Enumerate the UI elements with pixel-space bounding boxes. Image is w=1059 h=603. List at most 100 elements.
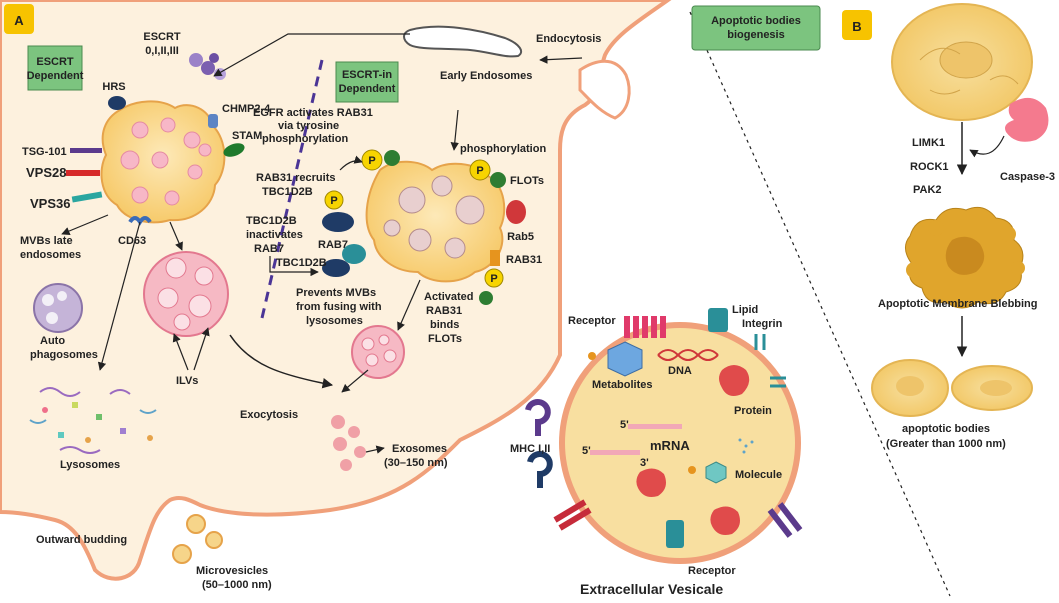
apoptotic-body-1 bbox=[871, 359, 949, 417]
exocytosis-label: Exocytosis bbox=[240, 409, 298, 421]
egfr-line3: phosphorylation bbox=[262, 133, 348, 145]
hrs-icon bbox=[108, 96, 126, 110]
stam-label: STAM bbox=[232, 130, 262, 142]
rab7-icon bbox=[342, 244, 366, 264]
phosphorylation-label: phosphorylation bbox=[460, 143, 546, 155]
autophagosome-1: Auto bbox=[40, 335, 65, 347]
arrow-ilvs-1 bbox=[172, 333, 189, 371]
egfr-line2: via tyrosine bbox=[278, 120, 339, 132]
escrt-independent-box bbox=[335, 61, 399, 103]
rab31-icon bbox=[490, 250, 500, 266]
chmp-icon bbox=[208, 114, 218, 128]
escrt-label-1: ESCRT bbox=[143, 31, 181, 43]
arrow-recruits bbox=[339, 155, 363, 171]
ev-dna-label: DNA bbox=[668, 365, 692, 377]
ev-molecule-hex bbox=[705, 461, 727, 484]
hrs-label: HRS bbox=[102, 81, 125, 93]
prevents-2: from fusing with bbox=[296, 301, 382, 313]
pak2-label: PAK2 bbox=[913, 184, 942, 196]
rab5-icon bbox=[506, 200, 526, 224]
exosomes-size: (30–150 nm) bbox=[384, 457, 448, 469]
ev-mrna-3prime: 3' bbox=[640, 457, 649, 469]
chmp-label: CHMP2-4 bbox=[222, 103, 271, 115]
ev-receptor-purple bbox=[767, 502, 803, 538]
p-icon-4-label: P bbox=[490, 273, 497, 285]
escrt-dependent-line1: ESCRT bbox=[36, 56, 74, 68]
tsg101-label: TSG-101 bbox=[22, 146, 67, 158]
tbc1d2b-icon-2 bbox=[322, 259, 350, 277]
ev-protein-icon-1 bbox=[719, 365, 750, 396]
ilvs-label: ILVs bbox=[176, 375, 198, 387]
vps36-label: VPS36 bbox=[30, 196, 70, 211]
apoptotic-size-label: (Greater than 1000 nm) bbox=[886, 438, 1006, 450]
arrow-caspase bbox=[969, 135, 1005, 158]
ev-molecule-small bbox=[688, 466, 696, 474]
ev-receptor-bottom-label: Receptor bbox=[688, 565, 736, 577]
ev-lipid-label: Lipid bbox=[732, 304, 758, 316]
activated-2: RAB31 bbox=[426, 305, 462, 317]
escrt-complex-icon bbox=[189, 53, 226, 80]
small-mvb-vesicle bbox=[351, 325, 405, 379]
prevents-3: lysosomes bbox=[306, 315, 363, 327]
badge-a bbox=[4, 4, 34, 34]
egfr-line1: EGFR activates RAB31 bbox=[253, 107, 373, 119]
tbc1d2b-icon-1 bbox=[322, 212, 354, 232]
ev-receptor-top-label: Receptor bbox=[568, 315, 616, 327]
ev-receptor-top bbox=[624, 316, 666, 338]
escrt-independent-line1: ESCRT-in bbox=[342, 69, 392, 81]
microvesicles bbox=[172, 514, 223, 564]
ev-integrin-label: Integrin bbox=[742, 318, 783, 330]
ev-molecule-label: Molecule bbox=[735, 469, 782, 481]
ev-mrna-bar-1 bbox=[628, 424, 682, 429]
ev-metabolites-label: Metabolites bbox=[592, 379, 653, 391]
apoptotic-cell bbox=[891, 3, 1033, 121]
arrow-mvb-to-ilv bbox=[169, 221, 183, 251]
flot-icon-2 bbox=[490, 172, 506, 188]
arrow-endosome-to-mvb-a bbox=[213, 33, 410, 77]
arrow-ilvs-2 bbox=[193, 327, 210, 371]
early-endosomes-label: Early Endosomes bbox=[440, 70, 532, 82]
apoptotic-title-1: Apoptotic bodies bbox=[711, 15, 801, 27]
ev-metabolite-small bbox=[588, 352, 596, 360]
ev-integrin-icon bbox=[754, 334, 766, 350]
vps36-icon bbox=[71, 191, 103, 203]
rab31-label: RAB31 bbox=[506, 254, 542, 266]
tbc1d2b-inactivates-3: RAB7 bbox=[254, 243, 284, 255]
apoptotic-title-box bbox=[691, 5, 821, 51]
escrt-dependent-box bbox=[27, 45, 83, 91]
activated-3: binds bbox=[430, 319, 459, 331]
microvesicles-label: Microvesicles bbox=[196, 565, 268, 577]
early-endosome bbox=[403, 25, 523, 58]
rock1-label: ROCK1 bbox=[910, 161, 949, 173]
ev-title: Extracellular Vesicale bbox=[580, 581, 723, 597]
lysosomes-label: Lysosomes bbox=[60, 459, 120, 471]
arrow-endocytosis bbox=[539, 55, 583, 64]
p-icon-3 bbox=[324, 190, 344, 210]
arrow-small-to-exosomes bbox=[341, 369, 369, 393]
limk1-label: LIMK1 bbox=[912, 137, 945, 149]
badge-b bbox=[842, 10, 872, 40]
outward-budding-label: Outward budding bbox=[36, 534, 127, 546]
autophagosome-2: phagosomes bbox=[30, 349, 98, 361]
arrow-to-lysosomes bbox=[97, 221, 141, 371]
tbc1d2b-label: TBC1D2B bbox=[276, 257, 327, 269]
blebbing-label: Apoptotic Membrane Blebbing bbox=[878, 298, 1038, 310]
escrt-dependent-line2: Dependent bbox=[27, 70, 84, 82]
apoptotic-title-2: biogenesis bbox=[727, 29, 784, 41]
badge-b-label: B bbox=[852, 19, 861, 34]
caspase-icon bbox=[1005, 97, 1049, 142]
arrow-to-exosomes bbox=[365, 445, 385, 454]
mvb-escrt-independent bbox=[365, 160, 506, 283]
ev-integrin-icon-2 bbox=[770, 376, 786, 388]
p-icon-4 bbox=[484, 268, 504, 288]
ev-mhc-icon-2 bbox=[527, 451, 553, 488]
p-icon-2-label: P bbox=[476, 165, 483, 177]
blebbing-cell bbox=[905, 206, 1025, 309]
apoptotic-bodies-label: apoptotic bodies bbox=[902, 423, 990, 435]
flot-icon-1 bbox=[384, 150, 400, 166]
microvesicles-size: (50–1000 nm) bbox=[202, 579, 272, 591]
arrow-exocytosis bbox=[229, 334, 334, 389]
prevents-1: Prevents MVBs bbox=[296, 287, 376, 299]
